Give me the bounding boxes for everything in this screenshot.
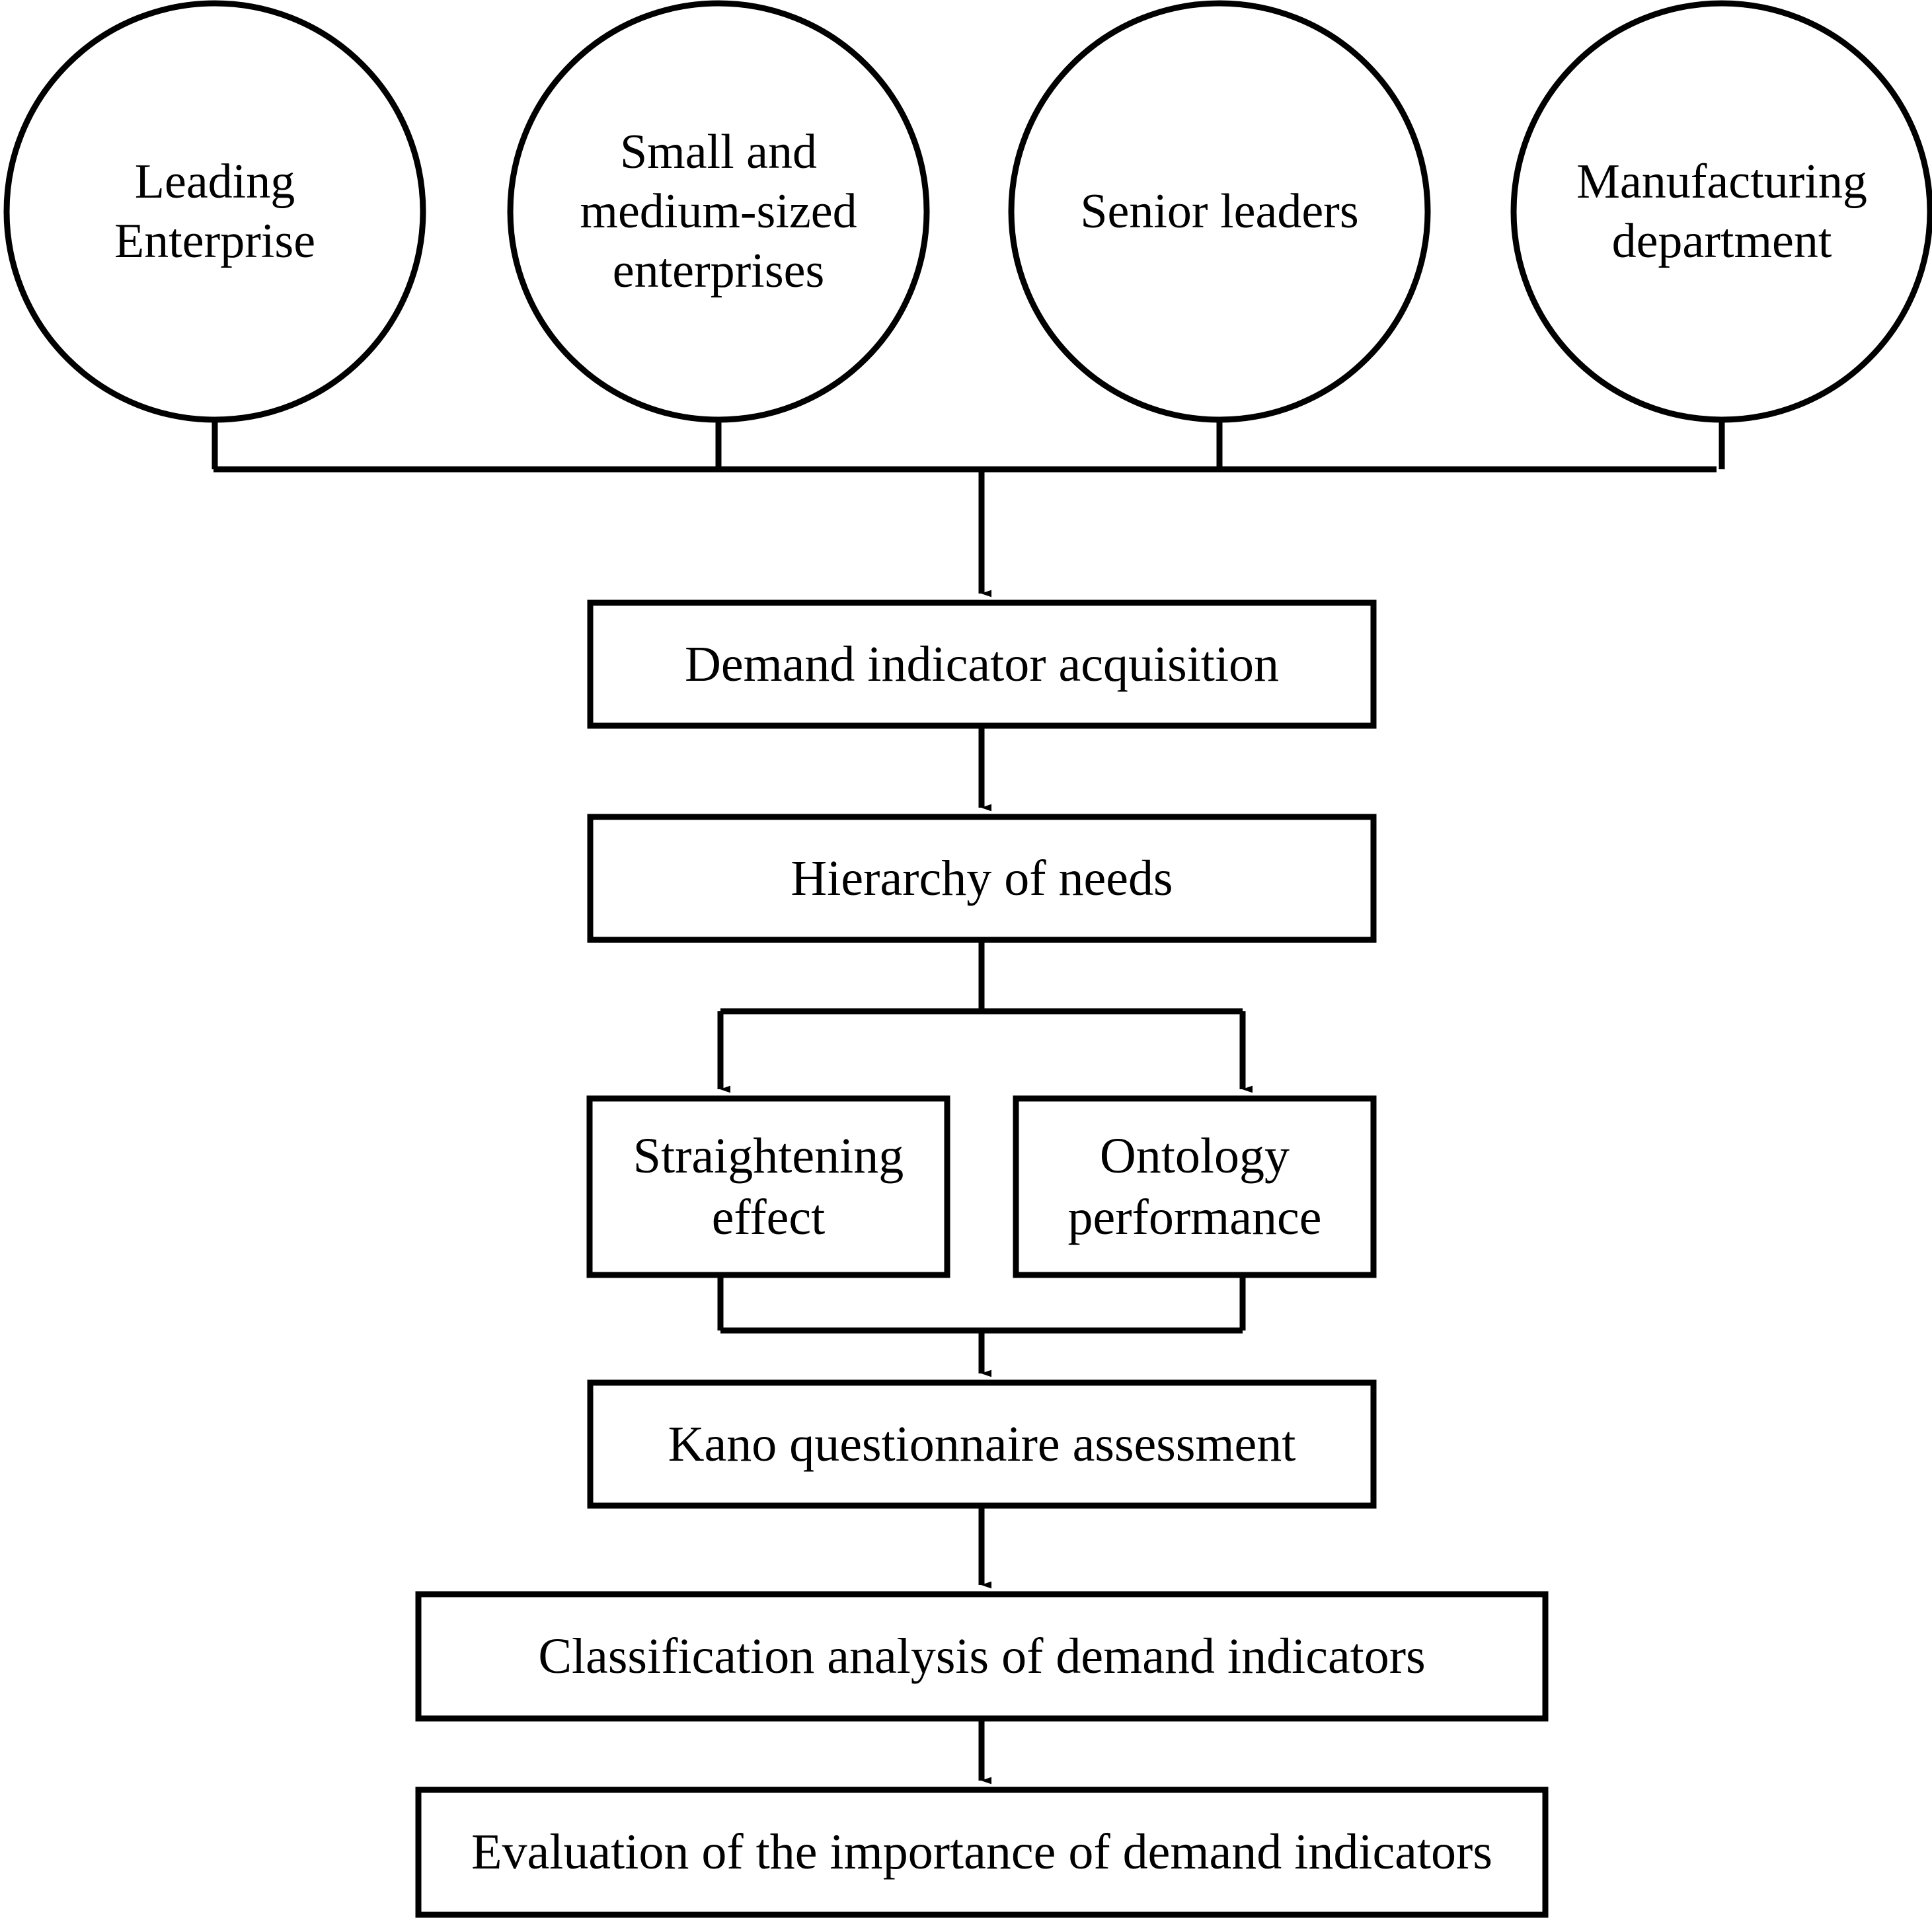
source-circle-senior-leaders[interactable] <box>1008 0 1431 423</box>
box-hierarchy-of-needs[interactable] <box>587 814 1377 943</box>
box-classification-analysis[interactable] <box>415 1591 1549 1722</box>
box-kano-questionnaire-assessment[interactable] <box>587 1379 1377 1509</box>
box-ontology-performance[interactable] <box>1013 1095 1377 1278</box>
source-circle-smes[interactable] <box>507 0 930 423</box>
box-evaluation-importance[interactable] <box>415 1787 1549 1918</box>
source-circle-leading-enterprise[interactable] <box>3 0 426 423</box>
source-circle-manufacturing-department[interactable] <box>1510 0 1932 423</box>
box-demand-indicator-acquisition[interactable] <box>587 599 1377 729</box>
box-straightening-effect[interactable] <box>586 1095 950 1278</box>
